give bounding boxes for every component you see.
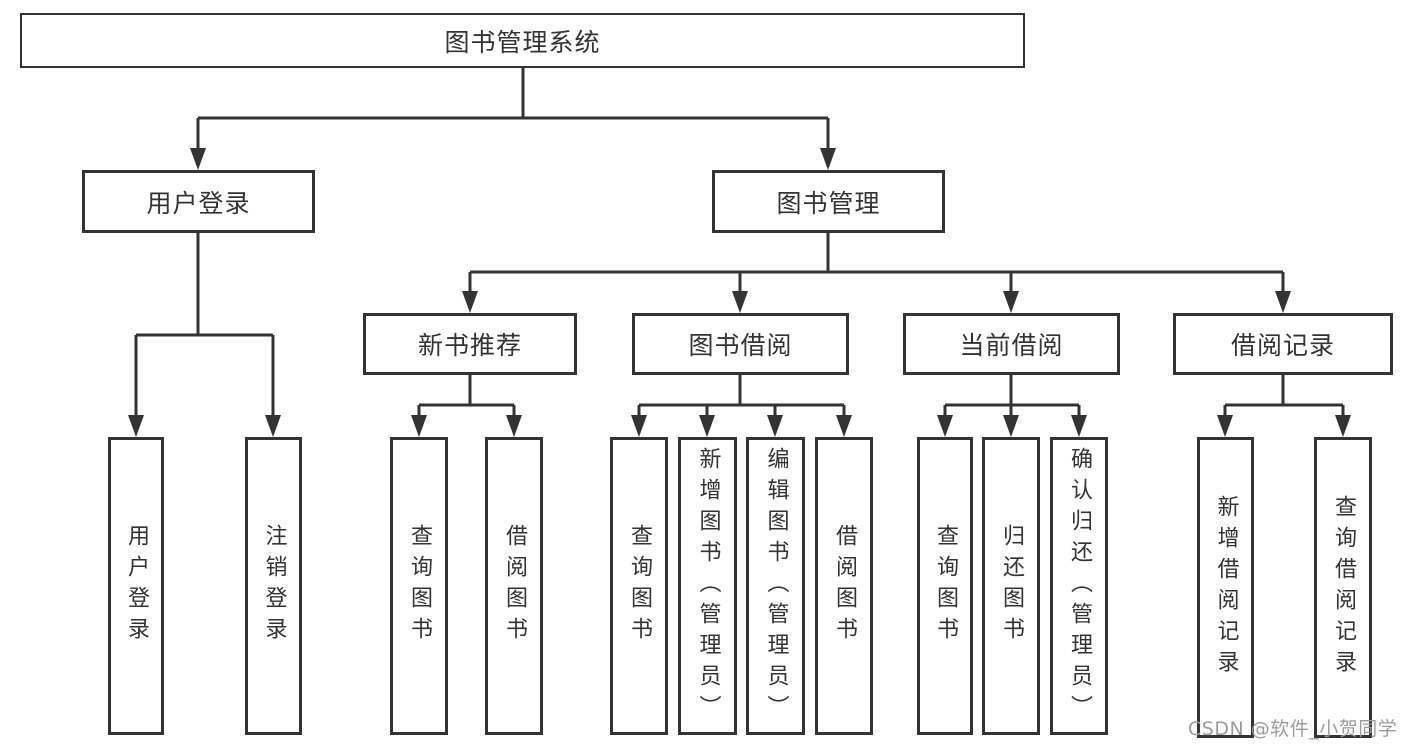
node-new-book-recommend: 新书推荐 — [363, 313, 577, 375]
node-label: 用户登录 — [146, 188, 251, 218]
arrow-down-icon — [1335, 415, 1351, 437]
node-label: 查询借阅记录 — [1331, 494, 1356, 681]
node-label: 图书管理 — [776, 188, 881, 218]
node-label: 归还图书 — [999, 524, 1024, 648]
arrow-down-icon — [1217, 415, 1233, 437]
node-label: 用户登录 — [124, 524, 149, 648]
node-label: 新增图书（管理员） — [695, 446, 721, 726]
leaf-add-book-admin: 新增图书（管理员） — [678, 437, 737, 735]
leaf-add-borrow-record: 新增借阅记录 — [1197, 437, 1254, 738]
arrow-down-icon — [462, 291, 478, 313]
arrow-down-icon — [506, 415, 522, 437]
connector-new-book-children — [417, 375, 516, 417]
node-label: 查询图书 — [407, 524, 432, 648]
node-label: 查询图书 — [933, 524, 958, 648]
node-label: 新书推荐 — [417, 331, 522, 360]
node-label: 注销登录 — [261, 524, 287, 648]
node-book-borrow: 图书借阅 — [632, 313, 849, 375]
node-label: 查询图书 — [627, 524, 652, 648]
leaf-query-books-current: 查询图书 — [917, 437, 973, 735]
leaf-return-book: 归还图书 — [982, 437, 1040, 735]
node-label: 编辑图书（管理员） — [763, 446, 789, 726]
node-borrow-records: 借阅记录 — [1173, 313, 1393, 375]
leaf-borrow-books: 借阅图书 — [815, 437, 873, 735]
arrow-down-icon — [265, 415, 281, 437]
connector-current-borrow-children — [943, 375, 1081, 417]
arrow-down-icon — [1003, 415, 1019, 437]
arrow-down-icon — [1003, 291, 1019, 313]
node-label: 借阅图书 — [502, 524, 527, 648]
leaf-borrow-books-recommend: 借阅图书 — [485, 437, 543, 735]
arrow-down-icon — [411, 415, 427, 437]
arrow-down-icon — [836, 415, 852, 437]
node-label: 借阅记录 — [1230, 331, 1335, 360]
arrow-down-icon — [732, 291, 748, 313]
csdn-watermark: CSDN @软件_小贺同学 — [1188, 718, 1398, 740]
arrow-down-icon — [631, 415, 647, 437]
node-label: 图书管理系统 — [444, 27, 601, 57]
node-current-borrow: 当前借阅 — [903, 313, 1120, 375]
connector-root-to-level2 — [196, 68, 830, 150]
leaf-query-books-recommend: 查询图书 — [390, 437, 448, 735]
connector-user-login-children — [134, 233, 275, 417]
leaf-query-borrow-record: 查询借阅记录 — [1314, 437, 1372, 738]
node-label: 借阅图书 — [832, 524, 857, 648]
arrow-down-icon — [128, 415, 144, 437]
leaf-edit-book-admin: 编辑图书（管理员） — [746, 437, 805, 735]
leaf-confirm-return-admin: 确认归还（管理员） — [1050, 437, 1108, 735]
leaf-query-books-borrow: 查询图书 — [610, 437, 668, 735]
arrowheads — [128, 148, 1351, 437]
node-label: 确认归还（管理员） — [1067, 446, 1092, 726]
arrow-down-icon — [820, 148, 836, 170]
node-book-management: 图书管理 — [712, 170, 945, 233]
node-user-login: 用户登录 — [82, 170, 315, 233]
arrow-down-icon — [1071, 415, 1087, 437]
connector-borrow-records-children — [1223, 375, 1345, 417]
node-label: 当前借阅 — [959, 331, 1064, 360]
arrow-down-icon — [767, 415, 783, 437]
arrow-down-icon — [937, 415, 953, 437]
connector-book-borrow-children — [637, 375, 846, 417]
node-book-management-system: 图书管理系统 — [20, 13, 1025, 68]
node-label: 新增借阅记录 — [1213, 494, 1239, 681]
node-label: 图书借阅 — [688, 331, 793, 360]
arrow-down-icon — [699, 415, 715, 437]
leaf-user-login: 用户登录 — [108, 437, 164, 735]
connector-book-management-children — [468, 233, 1285, 293]
arrow-down-icon — [1275, 291, 1291, 313]
leaf-logout: 注销登录 — [245, 437, 302, 735]
arrow-down-icon — [190, 148, 206, 170]
